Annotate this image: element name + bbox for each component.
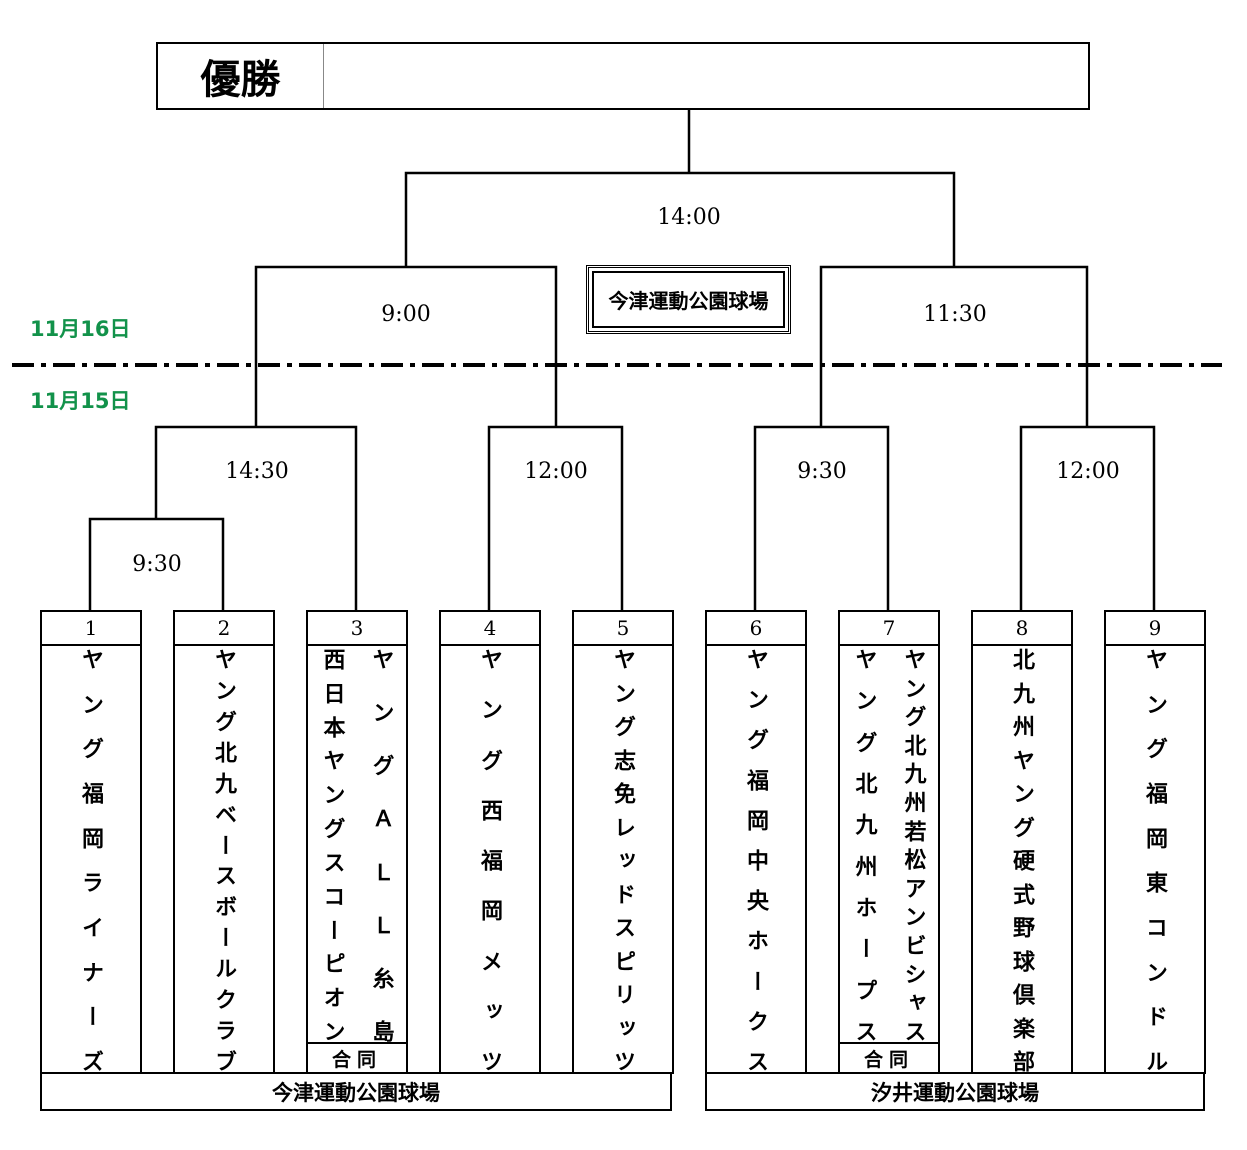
team-number: 2 bbox=[175, 612, 273, 646]
team-number: 6 bbox=[707, 612, 805, 646]
semi-right-bracket bbox=[819, 265, 1089, 427]
r2-bracket-2 bbox=[487, 425, 624, 610]
r1-bracket bbox=[88, 517, 225, 610]
team-name: ヤング福岡東コンドル bbox=[1142, 648, 1168, 1072]
r2-bracket-3 bbox=[753, 425, 890, 610]
semi-left-bracket bbox=[254, 265, 558, 427]
champion-box: 優勝 bbox=[156, 42, 1090, 110]
time-r2-2: 12:00 bbox=[524, 459, 588, 484]
team-number: 9 bbox=[1106, 612, 1204, 646]
joint-team-label: 合同 bbox=[840, 1042, 938, 1072]
team-name: ヤング志免レッドスピリッツ bbox=[610, 648, 636, 1072]
team-name: ヤング福岡ライナーズ bbox=[78, 648, 104, 1072]
team-number: 1 bbox=[42, 612, 140, 646]
team-name: ヤング北九州若松アンビシャス bbox=[900, 648, 927, 1042]
team-name: ヤング北九州ホープス bbox=[851, 648, 878, 1042]
team-number: 7 bbox=[840, 612, 938, 646]
team-name: ヤング北九ベースボールクラブ bbox=[211, 648, 237, 1072]
champion-label: 優勝 bbox=[158, 44, 324, 108]
team-number: 5 bbox=[574, 612, 672, 646]
team-number: 4 bbox=[441, 612, 539, 646]
time-semi-right: 11:30 bbox=[923, 302, 987, 327]
final-connector bbox=[404, 108, 956, 267]
time-r2-3: 9:30 bbox=[797, 459, 847, 484]
team-number: 3 bbox=[308, 612, 406, 646]
r2-bracket-1 bbox=[154, 425, 358, 610]
time-r1: 9:30 bbox=[132, 552, 182, 577]
time-r2-4: 12:00 bbox=[1056, 459, 1120, 484]
date-day2: 11月16日 bbox=[30, 317, 131, 341]
team-name: 北九州ヤング硬式野球倶楽部 bbox=[1009, 648, 1035, 1072]
date-day1: 11月15日 bbox=[30, 389, 131, 413]
joint-team-label: 合同 bbox=[308, 1042, 406, 1072]
time-semi-left: 9:00 bbox=[381, 302, 431, 327]
time-r2-1: 14:30 bbox=[225, 459, 289, 484]
final-venue-box: 今津運動公園球場 bbox=[586, 265, 791, 334]
r2-bracket-4 bbox=[1019, 425, 1156, 610]
team-number: 8 bbox=[973, 612, 1071, 646]
team-name: ヤング西福岡メッツ bbox=[477, 648, 503, 1072]
team-name: 西日本ヤングスコーピオン bbox=[319, 648, 346, 1042]
venue-left: 今津運動公園球場 bbox=[40, 1072, 672, 1111]
time-final: 14:00 bbox=[657, 205, 721, 230]
venue-right: 汐井運動公園球場 bbox=[705, 1072, 1205, 1111]
team-name: ヤング福岡中央ホークス bbox=[743, 648, 769, 1072]
